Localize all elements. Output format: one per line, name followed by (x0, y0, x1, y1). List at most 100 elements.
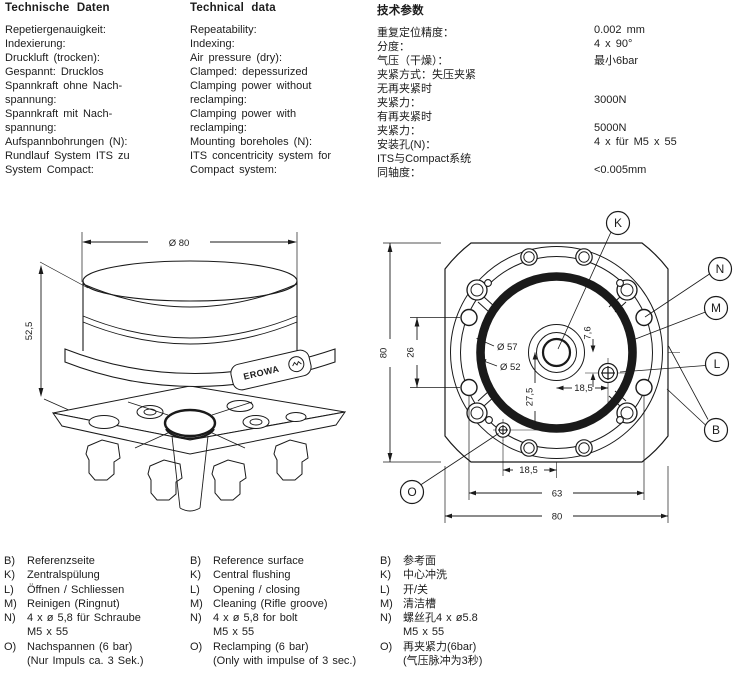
spec-row: Druckluft (trocken):Air pressure (dry):气… (0, 52, 737, 67)
legend-letter: N) (190, 612, 202, 625)
legend-letter: K) (4, 569, 15, 582)
spec-en: reclamping: (190, 94, 247, 106)
legend-text: Referenzseite (27, 555, 95, 567)
spec-zh: ITS与Compact系统 (377, 153, 472, 165)
legend-text: 螺丝孔4 x ø5.8 M5 x 55 (403, 612, 478, 639)
dim-hole-spacing-26: 26 (406, 317, 460, 388)
spec-de: Spannkraft mit Nach- (5, 108, 113, 120)
dim-label-diameter: Ø 80 (169, 238, 190, 249)
spec-zh: 无再夹紧时 (377, 83, 432, 95)
spec-zh: 分度： (377, 41, 410, 53)
legend-text: 再夹紧力(6bar) (气压脉冲为3秒) (403, 640, 483, 668)
legend-item: M)Cleaning (Rifle groove) (190, 597, 375, 611)
spec-de: Gespannt: Drucklos (5, 66, 104, 78)
dim-label: Ø 52 (500, 362, 521, 373)
legend-item: K)中心冲洗 (380, 568, 565, 582)
dim-label: 27,5 (524, 388, 535, 407)
legend-letter: L) (380, 583, 390, 596)
legend-letter: K) (190, 569, 201, 582)
center-bore (163, 408, 217, 438)
open-close-port (585, 358, 625, 403)
dim-offset-27-5: 27,5 (524, 352, 538, 430)
callout-label: N (716, 262, 725, 276)
legend-letter: O) (190, 640, 203, 653)
spec-zh: 重复定位精度： (377, 27, 454, 39)
spec-value: 4 x für M5 x 55 (594, 136, 677, 148)
spec-value: <0.005mm (594, 164, 647, 176)
dim-label-height: 52,5 (24, 322, 35, 341)
spec-value: 3000N (594, 94, 627, 106)
dim-label: 63 (552, 488, 563, 499)
legend-letter: L) (4, 583, 14, 596)
legend-letter: L) (190, 583, 200, 596)
dim-offset-o-18-5: 18,5 (503, 465, 557, 476)
spec-row: Aufspannbohrungen (N): Mounting boreholes… (0, 136, 737, 151)
reclamping-port (493, 419, 545, 476)
legend-de: B) Referenzseite K)Zentralspülung L) Öffne… (4, 554, 189, 668)
dim-width-80: 80 (444, 466, 669, 523)
spec-en: Mounting boreholes (N): (190, 136, 313, 148)
spec-en: Repeatability: (190, 24, 257, 36)
spec-de: Aufspannbohrungen (N): (5, 136, 128, 148)
legend-letter: N) (4, 612, 16, 625)
dim-label: 80 (379, 348, 390, 359)
legend-item: K)Zentralspülung (4, 568, 189, 582)
legend-text: Öffnen / Schliessen (27, 583, 125, 596)
spec-en: Clamping power without (190, 80, 312, 92)
legend-item: K) Central flushing (190, 568, 375, 582)
legend-zh: B)参考面 K)中心冲洗 L)开/关 M)清洁槽 N)螺丝孔4 x ø5.8 M… (380, 554, 565, 668)
spec-row: Repetiergenauigkeit:Repeatability:重复定位精度… (0, 24, 737, 39)
callout-m: M (703, 295, 729, 321)
legend-text: Opening / closing (213, 583, 300, 596)
mounting-holes (460, 248, 653, 457)
legend-letter: O) (380, 640, 393, 653)
dim-offset-l-18-5: 18,5 (556, 383, 608, 394)
dim-diameter-80: Ø 80 (81, 232, 298, 282)
erowa-logo-plate: EROWA (230, 349, 312, 391)
callout-l: L (704, 351, 730, 377)
legend-letter: B) (4, 555, 15, 567)
chuck-side-view-drawing: Ø 80 52,5 EROWA (24, 232, 347, 512)
dim-spacing-63: 63 (468, 396, 645, 500)
spec-zh: 安装孔(N)： (377, 139, 437, 151)
legend-item: L) Öffnen / Schliessen (4, 583, 189, 597)
spec-zh: 气压（干燥）： (377, 55, 449, 67)
callout-n: N (707, 256, 733, 282)
legend-letter: K) (380, 569, 391, 582)
spec-zh: 同轴度： (377, 167, 421, 179)
callout-o: O (399, 479, 425, 505)
legend-en: B)Reference surface K) Central flushing L… (190, 554, 375, 668)
legend-item: O)Reclamping (6 bar) (Only with impulse … (190, 640, 375, 669)
legend-letter: M) (4, 597, 17, 610)
dim-label: 26 (406, 347, 417, 358)
spec-row: System Compact:Compact system:同轴度：<0.005… (0, 164, 737, 179)
legend-text: 清洁槽 (403, 597, 436, 610)
spec-zh: 有再夹紧时 (377, 111, 432, 123)
cleaning-ring-groove (476, 272, 637, 433)
chuck-top-view-drawing: 80 26 Ø 57 Ø 52 7,6 (379, 210, 733, 523)
spec-row: Indexierung:Indexing:分度：4 x 90° (0, 38, 737, 53)
legend-text: Central flushing (213, 569, 291, 582)
dim-label: 18,5 (574, 383, 593, 394)
spec-zh: 夹紧力： (377, 125, 421, 137)
spec-value: 最小6bar (594, 55, 639, 67)
spec-header-zh: 技术参数 (377, 5, 424, 17)
legend-text: 参考面 (403, 555, 436, 567)
legend-item: B)Reference surface (190, 554, 375, 568)
spec-de: Indexierung: (5, 38, 66, 50)
spec-de: spannung: (5, 122, 57, 134)
dim-height-80: 80 (379, 242, 441, 463)
legend-item: L) Opening / closing (190, 583, 375, 597)
dim-height-52-5: 52,5 (24, 261, 89, 416)
legend-text: Reinigen (Ringnut) (27, 597, 120, 610)
spec-en: reclamping: (190, 122, 247, 134)
legend-letter: M) (190, 597, 203, 610)
callout-label: B (712, 423, 720, 437)
center-bore-top (528, 324, 585, 381)
corner-screws (466, 279, 638, 424)
legend-item: O)Nachspannen (6 bar) (Nur Impuls ca. 3 … (4, 640, 189, 669)
spec-header-en: Technical data (190, 2, 276, 14)
